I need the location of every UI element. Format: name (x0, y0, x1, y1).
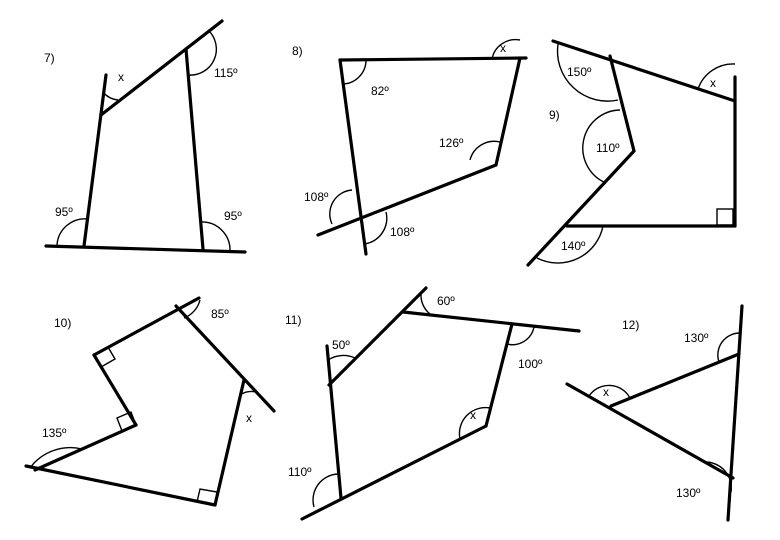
p10-left-lower-side (33, 423, 138, 472)
p12-angle-x-label: x (603, 385, 609, 399)
p11-upper-left-side-extended (327, 286, 428, 387)
p11-angle-x-arc (458, 406, 491, 440)
p7-angle-95-right-label: 95º (224, 209, 242, 223)
p10-angle-135-arc (29, 446, 83, 469)
p10-top-side-extended (92, 296, 201, 357)
problem-12-number: 12) (622, 318, 639, 332)
p10-angle-x-arc (239, 390, 257, 396)
p9-top-side-extended (551, 39, 737, 103)
p11-top-side-extended (401, 310, 581, 333)
problem-10: 10) 85º x 135º (24, 296, 276, 507)
p12-angle-130-top-arc (717, 332, 741, 363)
p10-bottom-side (24, 464, 217, 507)
p11-angle-60-label: 60º (437, 294, 455, 308)
p11-angle-x-label: x (470, 408, 476, 422)
p8-top-side-extended (338, 56, 528, 62)
problem-8-number: 8) (292, 44, 303, 58)
p8-angle-82-arc (341, 59, 367, 85)
p8-angle-82-label: 82º (371, 84, 389, 98)
p12-angle-130-top-label: 130º (684, 331, 709, 345)
p12-top-side (609, 352, 741, 408)
p7-angle-95-left-label: 95º (55, 205, 73, 219)
p12-bottom-side-extended (565, 382, 735, 480)
p10-right-lower-side (213, 378, 246, 507)
p9-angle-110-label: 110º (596, 141, 620, 155)
p9-angle-140-label: 140º (561, 239, 586, 253)
p11-angle-60-arc (420, 293, 431, 315)
problem-11: 11) 60º 50º 100º x 110º (285, 286, 581, 521)
p10-right-angle-marker-bottom (196, 488, 218, 506)
p11-angle-50-arc (327, 354, 356, 361)
p7-angle-115-arc (187, 29, 218, 76)
p11-bottom-side-extended (300, 424, 488, 521)
p11-angle-110-arc (312, 473, 339, 508)
p7-angle-x-label: x (118, 70, 124, 84)
p8-angle-x-label: x (500, 41, 506, 55)
p10-right-angle-marker-middle (116, 411, 137, 432)
problem-7: 7) x 115º 95º 95º (44, 19, 247, 254)
p7-bottom-side-extended (44, 244, 247, 254)
problem-8: 8) x 82º 126º 108º 108º (292, 38, 528, 256)
p8-angle-108-lower-label: 108º (390, 225, 415, 239)
p10-angle-x-label: x (246, 411, 252, 425)
p11-angle-100-label: 100º (518, 357, 543, 371)
p7-angle-95-left-arc (56, 218, 89, 246)
p8-angle-x-arc (491, 38, 521, 60)
p9-angle-x-arc (697, 63, 736, 90)
p9-angle-150-label: 150º (567, 65, 592, 79)
p9-angle-110-arc (582, 109, 621, 184)
p7-left-side (82, 73, 108, 248)
p8-angle-108-lower-arc (363, 211, 388, 245)
p10-right-upper-side-extended (174, 304, 276, 413)
problem-10-number: 10) (54, 316, 71, 330)
p9-lower-left-side-extended (526, 149, 636, 267)
p12-angle-130-bottom-label: 130º (676, 486, 701, 500)
p8-left-side-extended (338, 58, 368, 256)
p10-angle-135-label: 135º (42, 426, 67, 440)
p9-angle-140-arc (536, 225, 604, 264)
p11-angle-110-label: 110º (288, 465, 312, 479)
p12-angle-x-arc (588, 384, 631, 399)
p9-angle-x-label: x (710, 76, 716, 90)
p8-angle-126-arc (469, 140, 501, 161)
problem-11-number: 11) (285, 313, 301, 327)
p8-angle-108-upper-arc (329, 189, 353, 225)
p8-angle-108-upper-label: 108º (304, 190, 329, 204)
p7-angle-95-right-arc (200, 221, 231, 251)
p11-right-side (484, 322, 514, 428)
p8-angle-126-label: 126º (439, 136, 464, 150)
p9-upper-left-side (608, 54, 636, 153)
p12-right-side-extended (726, 304, 744, 522)
p8-right-side (494, 56, 522, 167)
problem-7-number: 7) (44, 51, 55, 65)
p7-angle-x-arc (102, 91, 119, 101)
p11-angle-50-label: 50º (332, 338, 350, 352)
problem-9: 9) x 150º 110º 140º (526, 39, 737, 267)
p10-angle-85-label: 85º (211, 307, 229, 321)
p9-right-angle-marker (716, 208, 734, 226)
p11-angle-100-arc (506, 326, 535, 346)
p7-top-side-extended (99, 19, 224, 117)
p10-angle-85-arc (183, 299, 201, 319)
p10-right-angle-marker-top (93, 346, 116, 368)
p9-angle-150-arc (556, 43, 619, 102)
p11-left-side-extended (325, 344, 343, 500)
problem-9-number: 9) (549, 108, 560, 122)
p7-angle-115-label: 115º (214, 66, 238, 80)
p7-right-side (184, 47, 205, 251)
p12-angle-130-bottom-arc (704, 461, 733, 493)
problem-12: 12) x 130º 130º (565, 304, 744, 522)
p8-bottom-side-extended (316, 163, 498, 237)
